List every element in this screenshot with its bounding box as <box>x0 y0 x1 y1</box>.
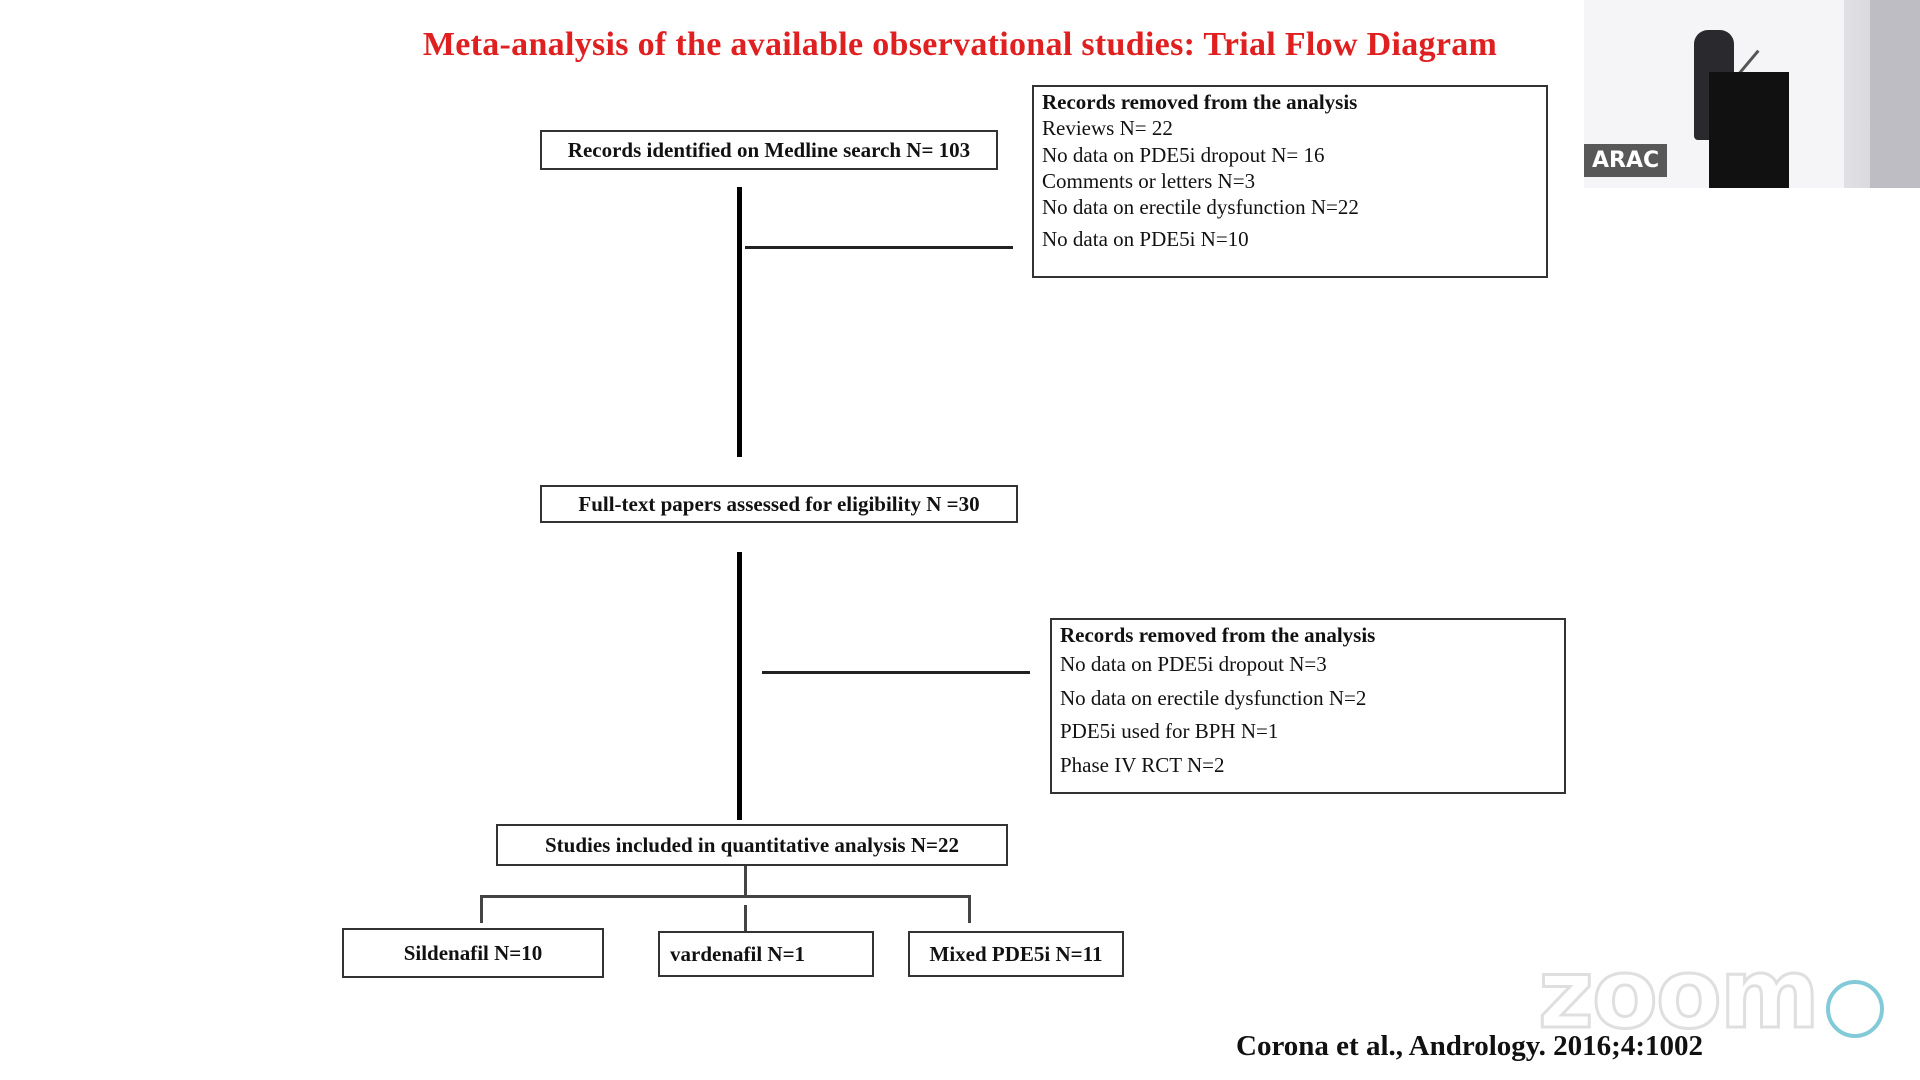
subgroup-label: Mixed PDE5i N=11 <box>929 941 1103 966</box>
removed-item: No data on erectile dysfunction N=2 <box>1060 685 1367 710</box>
split-drop-middle <box>744 905 747 931</box>
speaker-video-thumbnail[interactable]: ARAC <box>1584 0 1920 188</box>
flow-connector-2 <box>737 552 742 820</box>
participant-name-label: ARAC <box>1584 144 1668 177</box>
subgroup-label: vardenafil N=1 <box>670 941 806 966</box>
removed-item: PDE5i used for BPH N=1 <box>1060 719 1279 744</box>
removed-heading-2: Records removed from the analysis <box>1060 623 1376 647</box>
podium <box>1709 72 1789 188</box>
full-text-box: Full-text papers assessed for eligibilit… <box>540 485 1018 523</box>
subgroup-label: Sildenafil N=10 <box>403 940 543 965</box>
removed-item: Reviews N= 22 <box>1042 116 1173 141</box>
split-stem <box>744 866 747 896</box>
removed-item: No data on erectile dysfunction N=22 <box>1042 195 1359 219</box>
exclusion-branch-1 <box>745 246 1013 249</box>
zoom-logo-watermark: zoom <box>1537 937 1822 1052</box>
wall-panel <box>1870 0 1920 188</box>
split-drop-left <box>480 895 483 923</box>
full-text-text: Full-text papers assessed for eligibilit… <box>578 491 980 516</box>
studies-included-text: Studies included in quantitative analysi… <box>545 832 959 857</box>
flow-connector-1 <box>737 187 742 457</box>
subgroup-mixed-box: Mixed PDE5i N=11 <box>908 931 1124 977</box>
removed-records-box-1: Records removed from the analysis Review… <box>1032 85 1548 278</box>
subgroup-vardenafil-box: vardenafil N=1 <box>658 931 874 977</box>
removed-item: No data on PDE5i dropout N=3 <box>1060 652 1327 677</box>
citation: Corona et al., Andrology. 2016;4:1002 <box>1236 1030 1703 1062</box>
split-drop-right <box>968 895 971 923</box>
split-bar <box>480 895 970 898</box>
removed-heading-1: Records removed from the analysis <box>1042 90 1358 114</box>
subgroup-sildenafil-box: Sildenafil N=10 <box>342 928 604 978</box>
records-identified-text: Records identified on Medline search N= … <box>567 137 971 162</box>
removed-item: No data on PDE5i N=10 <box>1042 227 1249 252</box>
slide-title: Meta-analysis of the available observati… <box>422 26 1498 63</box>
removed-item: Comments or letters N=3 <box>1042 168 1256 193</box>
removed-item: No data on PDE5i dropout N= 16 <box>1042 142 1325 167</box>
removed-item: Phase IV RCT N=2 <box>1060 753 1225 778</box>
society-badge-icon <box>1826 980 1884 1038</box>
studies-included-box: Studies included in quantitative analysi… <box>496 824 1008 866</box>
records-identified-box: Records identified on Medline search N= … <box>540 130 998 170</box>
removed-records-box-2: Records removed from the analysis No dat… <box>1050 618 1566 794</box>
exclusion-branch-2 <box>762 671 1030 674</box>
